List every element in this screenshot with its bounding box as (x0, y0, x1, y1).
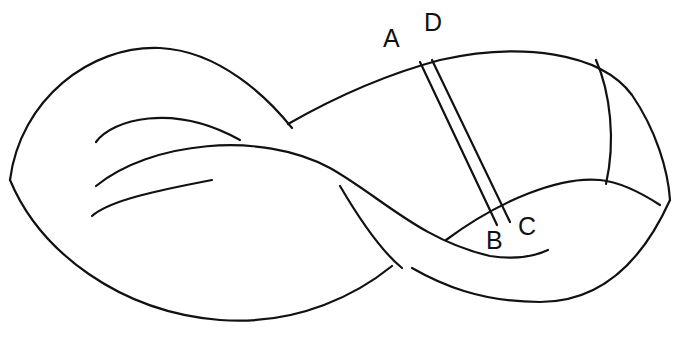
strip-edge (10, 48, 292, 180)
cut-line (432, 60, 510, 222)
cut-line (420, 62, 497, 225)
point-label: B (486, 228, 503, 253)
point-label: A (383, 26, 400, 51)
strip-edge (412, 200, 670, 302)
strip-edge (92, 180, 212, 216)
strip-edge (340, 186, 402, 268)
point-label: D (424, 10, 442, 35)
strip-edge (596, 60, 611, 184)
strip-edge (96, 118, 240, 142)
point-label: C (518, 214, 536, 239)
strip-edge (446, 180, 660, 240)
strip-edge (10, 180, 392, 321)
